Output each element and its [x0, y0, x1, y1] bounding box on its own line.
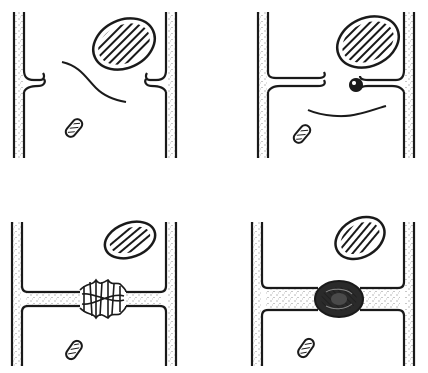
- panel-4: [252, 209, 414, 366]
- cell-wall-left: [258, 12, 325, 158]
- wall-stipple: [360, 289, 400, 309]
- wall-stipple: [253, 222, 261, 366]
- wall-stipple: [405, 222, 413, 366]
- thin-filament-icon: [308, 106, 386, 116]
- wall-stipple: [13, 222, 21, 366]
- organelle-striped-oval-icon: [328, 209, 392, 268]
- thickened-junction-icon: [80, 280, 126, 318]
- panel-3: [12, 215, 176, 366]
- organelle-striped-oval-icon: [100, 215, 160, 265]
- wall-stipple: [26, 293, 80, 305]
- wall-stipple: [126, 293, 162, 305]
- wall-stipple: [167, 222, 175, 366]
- wall-stipple: [405, 12, 413, 158]
- wall-stipple: [266, 289, 318, 309]
- wall-stipple: [167, 12, 175, 158]
- rod-particle-icon: [64, 117, 85, 139]
- panel-1: [14, 9, 176, 158]
- organelle-striped-oval-icon: [329, 7, 407, 78]
- panel-2: [258, 7, 414, 158]
- rod-particle-icon: [292, 123, 313, 145]
- wall-stipple: [15, 12, 23, 158]
- rod-particle-icon: [64, 339, 84, 361]
- organelle-striped-oval-icon: [85, 9, 163, 80]
- dense-plaque-icon: [315, 281, 363, 317]
- wall-stipple: [259, 12, 267, 158]
- dense-plaque-icon: [349, 78, 363, 92]
- rod-particle-icon: [296, 337, 316, 359]
